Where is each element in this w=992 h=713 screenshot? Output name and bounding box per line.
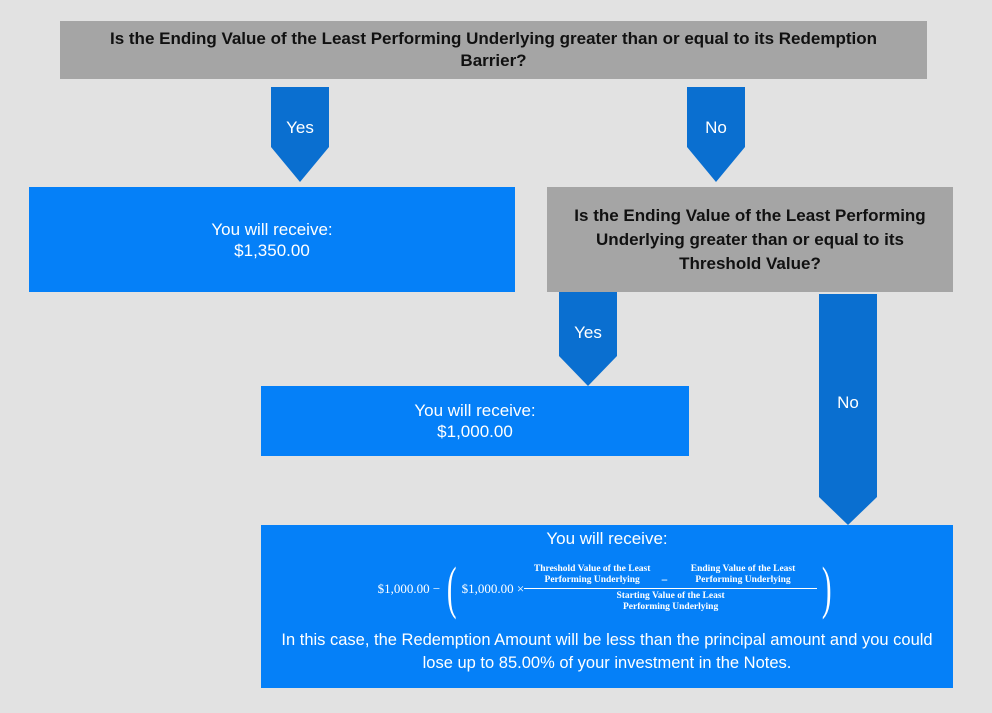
fraction-numerator: Threshold Value of the Least Performing … (524, 563, 818, 589)
result-box-formula: You will receive: $1,000.00 − ( $1,000.0… (261, 525, 953, 688)
formula-fraction: Threshold Value of the Least Performing … (524, 563, 818, 613)
arrow-yes-2: Yes (559, 292, 617, 386)
no-label-1: No (705, 118, 727, 137)
result-box-1000: You will receive: $1,000.00 (261, 386, 689, 456)
yes-label-1: Yes (286, 118, 314, 137)
question-redemption-barrier: Is the Ending Value of the Least Perform… (60, 21, 927, 79)
no-label-2: No (837, 393, 859, 412)
result2-amount: $1,000.00 (437, 422, 513, 441)
numerator-minus: − (661, 572, 669, 587)
result1-heading: You will receive: (211, 219, 333, 239)
result3-heading: You will receive: (546, 529, 668, 548)
question-threshold-value: Is the Ending Value of the Least Perform… (547, 187, 953, 292)
result1-amount: $1,350.00 (234, 240, 310, 260)
arrow-no-2: No (819, 294, 877, 525)
loss-note: In this case, the Redemption Amount will… (281, 631, 933, 672)
yes-label-2: Yes (574, 323, 602, 342)
arrow-no-1: No (687, 87, 745, 182)
formula-inner-lead: $1,000.00 × (461, 580, 525, 596)
numerator-threshold: Threshold Value of the Least Performing … (533, 563, 651, 585)
numerator-ending: Ending Value of the Least Performing Und… (690, 563, 796, 585)
left-paren: ( (447, 555, 457, 620)
right-paren: ) (821, 555, 832, 620)
formula-lead: $1,000.00 − (377, 580, 441, 596)
fraction-denominator: Starting Value of the Least Performing U… (616, 590, 725, 612)
question-threshold-value-text: Is the Ending Value of the Least Perform… (574, 205, 926, 273)
redemption-formula: $1,000.00 − ( $1,000.00 × Threshold Valu… (378, 559, 837, 617)
arrow-yes-1: Yes (271, 87, 329, 182)
result2-heading: You will receive: (414, 401, 536, 420)
result-box-1350: You will receive: $1,350.00 (29, 187, 515, 292)
question-redemption-barrier-text: Is the Ending Value of the Least Perform… (110, 29, 877, 70)
